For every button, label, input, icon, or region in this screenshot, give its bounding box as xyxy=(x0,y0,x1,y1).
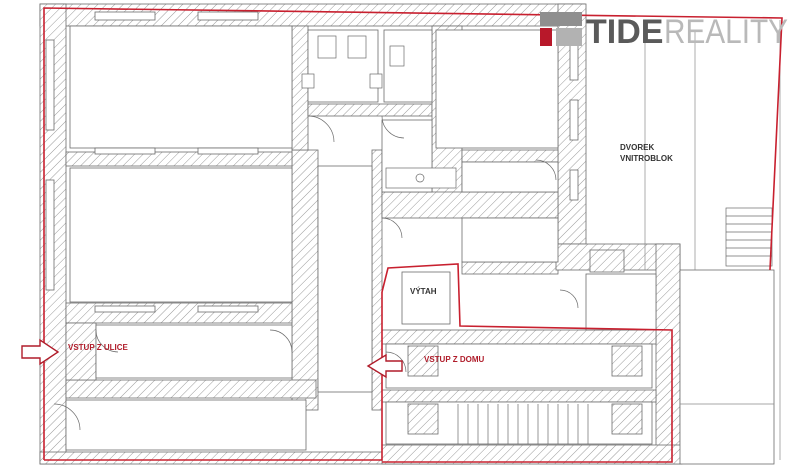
outline-main xyxy=(43,7,783,460)
tide-reality-logo: TIDE REALITY xyxy=(540,12,788,51)
toilet-icon xyxy=(347,35,367,59)
logo-brand-bold: TIDE xyxy=(586,13,663,51)
elevator-label: VÝTAH xyxy=(410,287,437,296)
property-outline xyxy=(43,7,783,463)
hob-icon xyxy=(415,173,425,183)
window xyxy=(45,179,55,291)
toilet-icon xyxy=(317,35,337,59)
window xyxy=(197,305,259,313)
wall-mid-horizontal xyxy=(65,151,293,167)
window xyxy=(94,147,156,155)
entrance-arrows xyxy=(21,338,403,379)
pillar xyxy=(407,345,439,377)
house-entrance-arrow xyxy=(366,353,403,379)
cellar-stairs xyxy=(457,404,589,444)
rooms xyxy=(65,25,775,465)
wall-lower-horizontal xyxy=(65,379,317,399)
courtyard-label-line1: DVOREK xyxy=(620,143,654,152)
fixtures xyxy=(301,35,457,189)
wall-street-corridor xyxy=(65,322,97,381)
wall-annex-south xyxy=(381,444,683,465)
door-swing xyxy=(53,403,81,431)
house-entrance-label: VSTUP Z DOMU xyxy=(424,355,485,364)
room-main-corridor xyxy=(317,165,373,393)
room-right-lower xyxy=(461,217,559,263)
pillar xyxy=(611,345,643,377)
room-annex-low xyxy=(585,273,657,331)
pillar xyxy=(589,249,625,273)
wall-east-mid xyxy=(461,149,559,163)
outline-lower xyxy=(44,292,383,461)
room-lower-left xyxy=(65,399,307,451)
logo-mark-grey xyxy=(540,12,582,26)
windows xyxy=(45,11,579,313)
room-upper-left xyxy=(69,25,293,149)
door-swing xyxy=(307,115,335,143)
street-entrance-arrow xyxy=(21,338,60,366)
room-landing xyxy=(679,269,775,465)
door-swing xyxy=(535,159,557,181)
door-swing xyxy=(381,115,405,139)
door-swing xyxy=(381,217,403,239)
courtyard-lines xyxy=(585,20,781,460)
door-swing xyxy=(269,329,293,353)
window xyxy=(94,11,156,21)
room-street-corridor xyxy=(95,324,293,379)
outline-elevator xyxy=(381,263,673,463)
sink-icon xyxy=(301,73,315,89)
wall-annex-east xyxy=(655,243,681,465)
door-swing xyxy=(559,289,579,309)
wall-cellar-low xyxy=(381,389,657,403)
sink-icon xyxy=(369,73,383,89)
pillar xyxy=(611,403,643,435)
room-elevator xyxy=(401,271,451,325)
door-swing xyxy=(385,351,407,373)
courtyard-stairs xyxy=(725,207,773,267)
wall-core-top xyxy=(307,103,433,117)
courtyard-label-line2: VNITROBLOK xyxy=(620,154,673,163)
street-entrance-label: VSTUP Z ULICE xyxy=(68,343,129,352)
window xyxy=(569,169,579,201)
window xyxy=(197,147,259,155)
pillar xyxy=(407,403,439,435)
logo-mark-grey-2 xyxy=(556,28,582,46)
wall-cellar-mid xyxy=(381,329,657,345)
window xyxy=(197,11,259,21)
wall-east-low xyxy=(461,261,559,275)
wall-corridor-west xyxy=(291,149,319,411)
shower-icon xyxy=(389,45,405,67)
doors xyxy=(53,115,579,431)
door-swing xyxy=(95,329,119,353)
wall-east-mid-2 xyxy=(381,191,559,219)
window xyxy=(569,99,579,141)
room-right-mid xyxy=(461,161,559,193)
room-upper-right xyxy=(435,29,559,149)
logo-mark-red xyxy=(540,28,552,46)
logo-brand-light: REALITY xyxy=(664,13,788,51)
window xyxy=(45,39,55,131)
room-middle-left xyxy=(69,167,293,303)
window xyxy=(94,305,156,313)
pillars xyxy=(407,249,643,435)
